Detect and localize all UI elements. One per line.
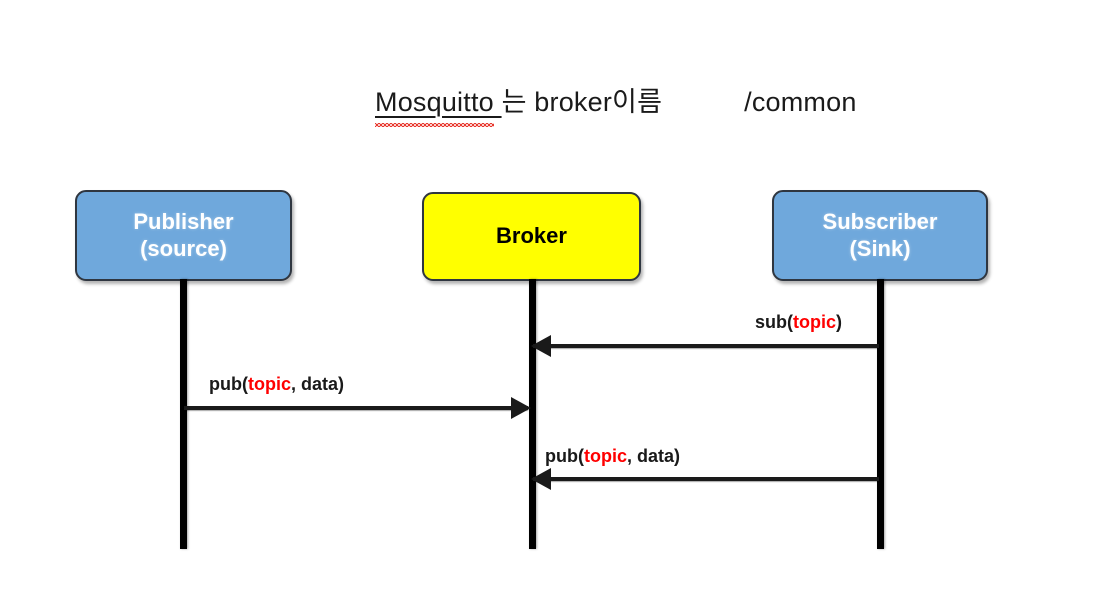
participant-publisher-label-line1: Publisher [133,208,234,234]
message-arrow-sub [533,344,879,348]
message-label-pub-deliver-post: , data) [626,446,680,466]
message-label-pub-deliver: pub(topic, data) [545,446,680,467]
title-predicate: 는 broker이름 [501,87,663,117]
message-label-sub-pre: sub( [755,312,793,332]
message-arrow-pub-publish [184,406,528,410]
message-label-sub: sub(topic) [755,312,842,333]
message-label-pub-publish-post: , data) [290,374,344,394]
participant-broker-label-line1: Broker [496,223,567,249]
participant-subscriber-label-line2: (Sink) [849,235,911,261]
message-label-pub-publish-pre: pub( [209,374,248,394]
message-label-sub-topic: topic [793,312,836,332]
message-label-pub-deliver-pre: pub( [545,446,584,466]
message-label-pub-publish-topic: topic [247,374,291,394]
arrowhead-left-icon [531,335,551,357]
message-label-pub-deliver-topic: topic [583,446,627,466]
participant-broker[interactable]: Broker [422,192,641,281]
participant-publisher[interactable]: Publisher (source) [75,190,292,281]
title-topic-path: /common [744,87,857,117]
message-label-sub-post: ) [836,312,842,332]
lifeline-publisher [180,279,187,549]
arrowhead-left-icon [531,468,551,490]
diagram-title: Mosquitto 는 broker이름/common [375,80,857,127]
participant-publisher-label-line2: (source) [140,235,227,261]
arrowhead-right-icon [511,397,531,419]
participant-subscriber-label-line1: Subscriber [822,208,938,234]
title-subject: Mosquitto [375,87,502,127]
message-arrow-pub-deliver [533,477,879,481]
participant-subscriber[interactable]: Subscriber (Sink) [772,190,988,281]
message-label-pub-publish: pub(topic, data) [209,374,344,395]
lifeline-broker [529,279,536,549]
lifeline-subscriber [877,279,884,549]
